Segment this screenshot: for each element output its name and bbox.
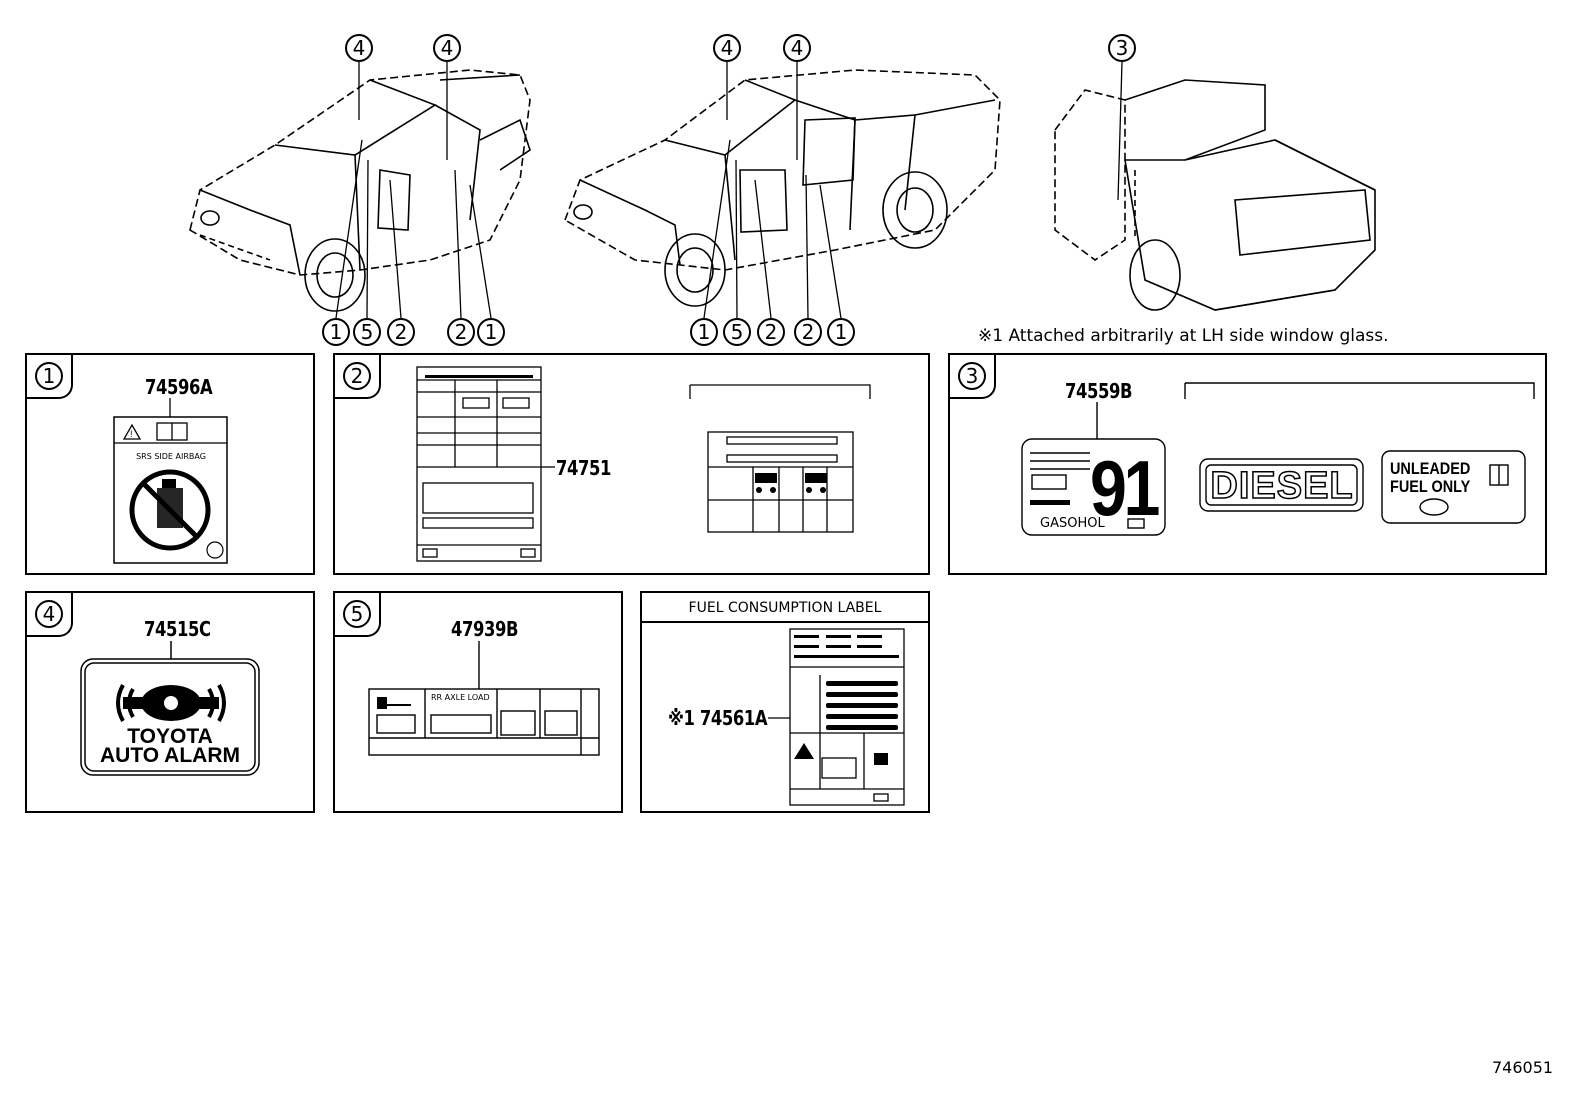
part-number: 74751 <box>556 456 612 480</box>
panel-2: 2 <box>333 353 930 575</box>
tire-pressure-labels <box>416 366 871 562</box>
panel-index: 1 <box>35 362 63 390</box>
callout-2: 2 <box>757 318 785 346</box>
panel-tab: 4 <box>27 593 73 637</box>
callout-5: 5 <box>353 318 381 346</box>
panel-tab: 5 <box>335 593 381 637</box>
unleaded-line-2: FUEL ONLY <box>1390 477 1471 496</box>
fuel-consumption-label <box>768 628 905 806</box>
callout-leaders <box>335 61 1123 319</box>
alarm-line-1: TOYOTA <box>127 725 213 748</box>
auto-alarm-label <box>80 641 260 776</box>
attachment-note: ※1 Attached arbitrarily at LH side windo… <box>978 326 1389 346</box>
callout-1: 1 <box>322 318 350 346</box>
panel-tab: 1 <box>27 355 73 399</box>
panel-3: 3 74559B 91 GASOHOL DIESEL UNLEADED FUEL… <box>948 353 1547 575</box>
callout-1: 1 <box>827 318 855 346</box>
callout-4: 4 <box>345 34 373 62</box>
alarm-line-2: AUTO ALARM <box>100 744 240 767</box>
diesel-text: DIESEL <box>1210 464 1354 508</box>
truck-rear-left <box>1054 79 1376 311</box>
diagram-id: 746051 <box>1492 1058 1554 1077</box>
octane-number: 91 <box>1090 444 1160 532</box>
unleaded-text: UNLEADED FUEL ONLY <box>1390 460 1470 496</box>
panel-5: 5 47939B RR AXLE LOAD <box>333 591 623 813</box>
panel-tab: 3 <box>950 355 996 399</box>
panel-4: 4 74515C TOYOTA AUTO ALARM <box>25 591 315 813</box>
part-number: 74559B <box>1065 379 1133 403</box>
callout-4: 4 <box>783 34 811 62</box>
callout-2: 2 <box>387 318 415 346</box>
callout-2: 2 <box>794 318 822 346</box>
fuel-labels <box>1021 382 1535 536</box>
axle-load-label <box>368 641 600 756</box>
panel-title: FUEL CONSUMPTION LABEL <box>642 593 928 623</box>
unleaded-line-1: UNLEADED <box>1390 459 1471 478</box>
callout-1: 1 <box>690 318 718 346</box>
callout-4: 4 <box>713 34 741 62</box>
callout-3: 3 <box>1108 34 1136 62</box>
part-number: 47939B <box>451 617 519 641</box>
label-text: RR AXLE LOAD <box>431 693 490 702</box>
callout-1: 1 <box>477 318 505 346</box>
part-number: ※1 74561A <box>668 706 768 730</box>
panel-index: 3 <box>958 362 986 390</box>
truck-front-left-standard-cab <box>189 69 531 312</box>
part-number: 74515C <box>144 617 211 641</box>
panel-index: 5 <box>343 600 371 628</box>
srs-airbag-label: ! <box>113 398 228 564</box>
truck-front-left-double-cab <box>564 69 1001 307</box>
gasohol-text: GASOHOL <box>1040 516 1105 531</box>
callout-4: 4 <box>433 34 461 62</box>
panel-tab: 2 <box>335 355 381 399</box>
part-number: 74596A <box>145 375 213 399</box>
callout-5: 5 <box>723 318 751 346</box>
svg-text:!: ! <box>130 429 133 439</box>
panel-index: 4 <box>35 600 63 628</box>
panel-1: 1 74596A ! SRS SIDE AIRBAG <box>25 353 315 575</box>
callout-2: 2 <box>447 318 475 346</box>
label-text: SRS SIDE AIRBAG <box>136 452 206 461</box>
panel-index: 2 <box>343 362 371 390</box>
alarm-text: TOYOTA AUTO ALARM <box>85 725 255 767</box>
panel-fuel-consumption: FUEL CONSUMPTION LABEL ※1 74561A <box>640 591 930 813</box>
